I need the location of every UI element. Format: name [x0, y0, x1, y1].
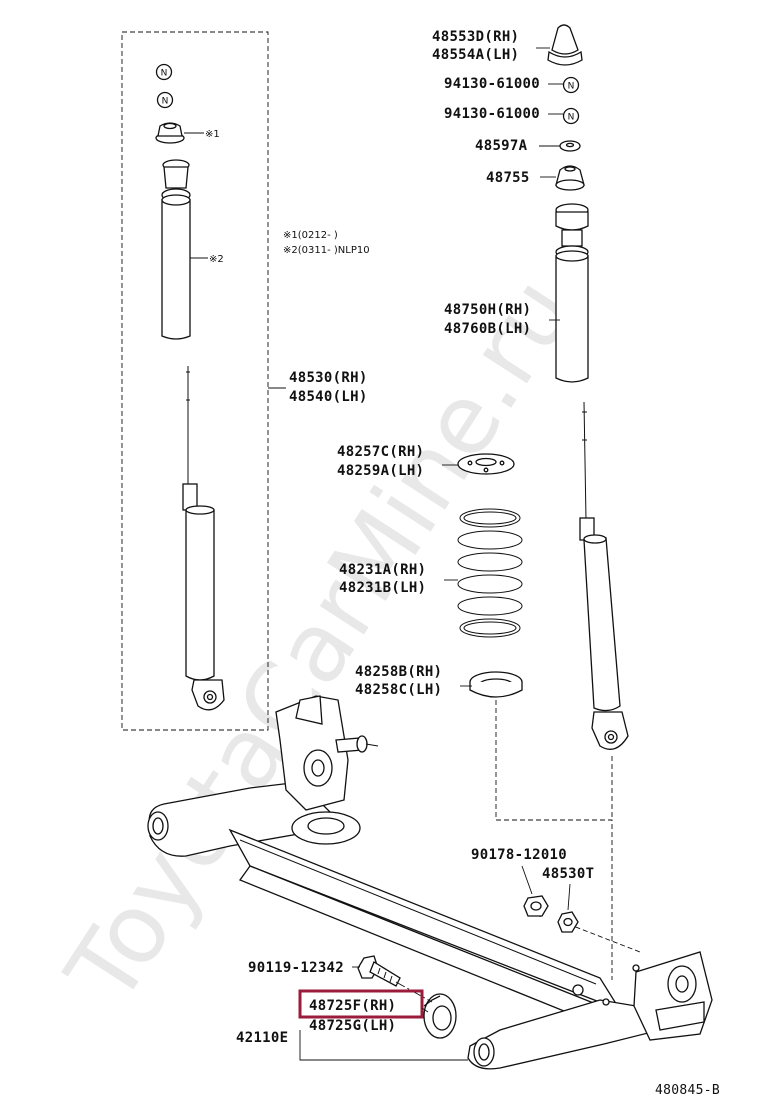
- washer-label: 48597A: [475, 138, 528, 154]
- nut-icon: [523, 895, 549, 917]
- bushing-rh-label: 48725F(RH): [309, 998, 396, 1014]
- bound-bumper-icon: [555, 203, 589, 383]
- variant-box: [121, 31, 269, 731]
- absorber-lh-label: 48540(LH): [289, 389, 368, 405]
- nut-icon: N: [562, 107, 580, 125]
- bumper-lh-label: 48760B(LH): [444, 321, 531, 337]
- nut-second-label: 94130-61000: [444, 106, 540, 122]
- absorber-kit-label: 48530T: [542, 866, 594, 882]
- note-line-1: ※1(0212- ): [283, 230, 338, 241]
- mark1-label: ※1: [205, 129, 220, 140]
- shock-absorber-icon: [579, 401, 629, 750]
- upper-insulator-icon: [457, 453, 515, 475]
- washer-icon: [557, 911, 579, 933]
- absorber-rh-label: 48530(RH): [289, 370, 368, 386]
- bolt-icon: [357, 955, 401, 987]
- highlight-box: [298, 989, 424, 1019]
- bolt-nut-label: 90178-12010: [471, 847, 567, 863]
- nut-icon: N: [562, 76, 580, 94]
- cap-rh-label: 48553D(RH): [432, 29, 519, 45]
- coil-spring-icon: [457, 508, 523, 638]
- washer-icon: [559, 140, 581, 152]
- beam-label: 42110E: [236, 1030, 288, 1046]
- bolt-axle-label: 90119-12342: [248, 960, 344, 976]
- n-mark-icon: N: [155, 63, 173, 81]
- lower-insulator-icon: [469, 671, 523, 698]
- cushion-label: 48755: [486, 170, 530, 186]
- svg-text:N: N: [162, 97, 169, 107]
- svg-text:N: N: [161, 69, 168, 79]
- shock-absorber-icon: [182, 366, 225, 711]
- note-line-2: ※2(0311- )NLP10: [283, 245, 370, 256]
- mark2-label: ※2: [209, 254, 224, 265]
- cushion-icon: [155, 122, 185, 144]
- axle-beam-icon: [147, 695, 713, 1070]
- lower-insulator-lh-label: 48258C(LH): [355, 682, 442, 698]
- diagram-code: 480845-B: [655, 1083, 720, 1098]
- upper-insulator-lh-label: 48259A(LH): [337, 463, 424, 479]
- cushion-icon: [555, 165, 585, 191]
- lower-insulator-rh-label: 48258B(RH): [355, 664, 442, 680]
- cap-lh-label: 48554A(LH): [432, 47, 519, 63]
- n-mark-icon: N: [156, 91, 174, 109]
- spring-lh-label: 48231B(LH): [339, 580, 426, 596]
- bound-bumper-icon: [161, 159, 191, 340]
- svg-text:N: N: [568, 82, 575, 92]
- svg-text:N: N: [568, 113, 575, 123]
- upper-insulator-rh-label: 48257C(RH): [337, 444, 424, 460]
- bushing-lh-label: 48725G(LH): [309, 1018, 396, 1034]
- bumper-rh-label: 48750H(RH): [444, 302, 531, 318]
- dust-cap-icon: [547, 24, 583, 66]
- nut-top-label: 94130-61000: [444, 76, 540, 92]
- spring-rh-label: 48231A(RH): [339, 562, 426, 578]
